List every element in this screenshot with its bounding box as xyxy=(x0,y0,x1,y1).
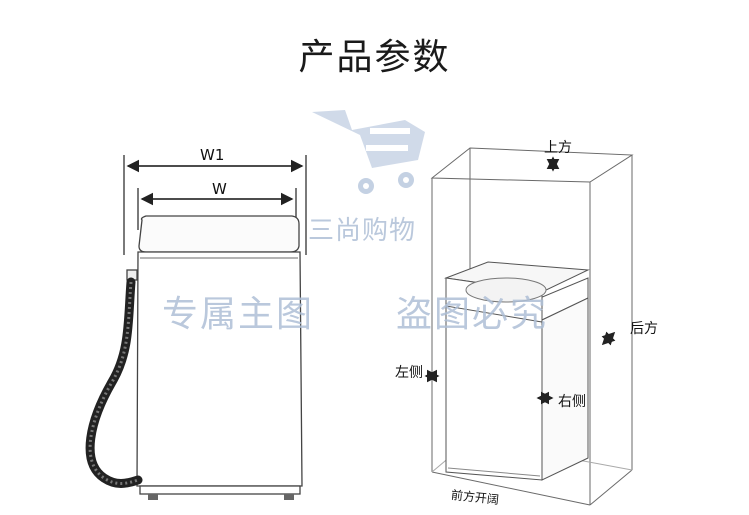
clearance-diagram xyxy=(430,147,634,506)
front-view-washer xyxy=(85,155,307,500)
back-label: 后方 xyxy=(630,321,658,337)
cart-logo-icon xyxy=(312,110,425,194)
right-side-label: 右侧 xyxy=(558,394,586,410)
back-arrow xyxy=(601,331,616,346)
watermark-exclusive: 专属主图 xyxy=(162,294,315,335)
page-title: 产品参数 xyxy=(298,37,451,78)
w1-label: W1 xyxy=(200,146,225,164)
shop-watermark: 三尚购物 xyxy=(308,216,417,246)
left-side-label: 左侧 xyxy=(395,365,423,381)
clearance-arrows xyxy=(424,156,616,405)
w-label: W xyxy=(212,180,227,198)
top-label: 上方 xyxy=(544,140,572,156)
watermark-no-theft: 盗图必究 xyxy=(396,294,549,335)
